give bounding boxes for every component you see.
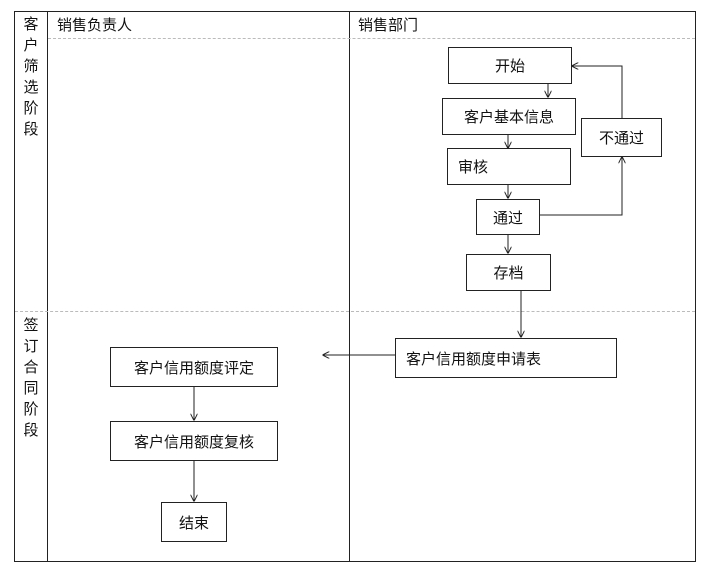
header-separator [48,38,695,39]
phase-char: 合 [23,358,39,376]
phase-char: 户 [23,36,39,54]
phase-char: 客 [23,15,39,33]
node-start: 开始 [448,47,572,84]
swimlane-frame [14,11,696,562]
lane-header-sales-manager: 销售负责人 [57,16,133,34]
node-credit-application: 客户信用额度申请表 [395,338,617,378]
node-credit-evaluate: 客户信用额度评定 [110,347,278,387]
node-review: 审核 [447,148,571,185]
phase-char: 阶 [23,99,39,117]
node-pass: 通过 [476,199,540,235]
phase-char: 签 [23,316,39,334]
node-credit-recheck: 客户信用额度复核 [110,421,278,461]
phase-separator [15,311,695,312]
node-fail: 不通过 [581,118,662,157]
phase-char: 筛 [23,57,39,75]
phase-char: 选 [23,78,39,96]
phase-char: 订 [23,337,39,355]
phase-label-screening: 客 户 筛 选 阶 段 [17,14,45,140]
lane-divider [349,11,350,562]
phase-column-divider [47,11,48,562]
phase-label-signing: 签 订 合 同 阶 段 [17,315,45,441]
lane-header-sales-department: 销售部门 [358,16,419,34]
phase-char: 阶 [23,400,39,418]
arrow-fail-to-start [572,66,623,118]
phase-char: 段 [23,421,39,439]
node-archive: 存档 [466,254,551,291]
phase-char: 同 [23,379,39,397]
node-basic-info: 客户基本信息 [442,98,576,135]
arrow-pass-to-fail [540,157,622,216]
node-end: 结束 [161,502,227,542]
phase-char: 段 [23,120,39,138]
